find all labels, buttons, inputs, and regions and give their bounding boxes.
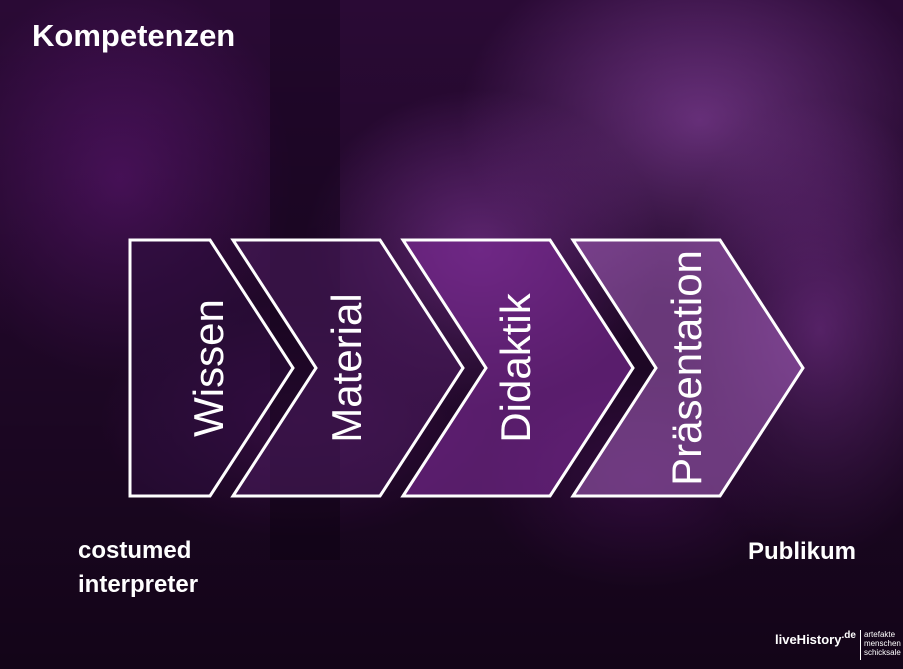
tagline-line: menschen [863, 639, 901, 648]
chevron-4: Präsentation [570, 238, 805, 498]
step-label: Wissen [185, 299, 232, 437]
brand-tld: .de [841, 630, 856, 641]
chevron-3: Didaktik [400, 238, 635, 498]
step-label: Präsentation [663, 250, 710, 486]
left-label: costumed interpreter [78, 534, 248, 602]
slide-title: Kompetenzen [32, 18, 236, 53]
tagline-line: artefakte [863, 630, 896, 639]
step-label: Didaktik [492, 292, 539, 442]
left-label-line: costumed [78, 537, 192, 564]
step-label: Material [323, 293, 370, 442]
right-label: Publikum [748, 538, 857, 565]
tagline-line: schicksale [863, 648, 901, 657]
left-label-line: interpreter [78, 571, 199, 598]
brand-logo: liveHistory.de artefakte menschen schick… [775, 630, 901, 660]
brand-divider [859, 630, 861, 660]
brand-tagline: artefakte menschen schicksale [864, 630, 901, 657]
brand-name: liveHistory [775, 632, 842, 647]
chevron-1: Wissen [128, 238, 295, 498]
chevron-2: Material [230, 238, 465, 498]
